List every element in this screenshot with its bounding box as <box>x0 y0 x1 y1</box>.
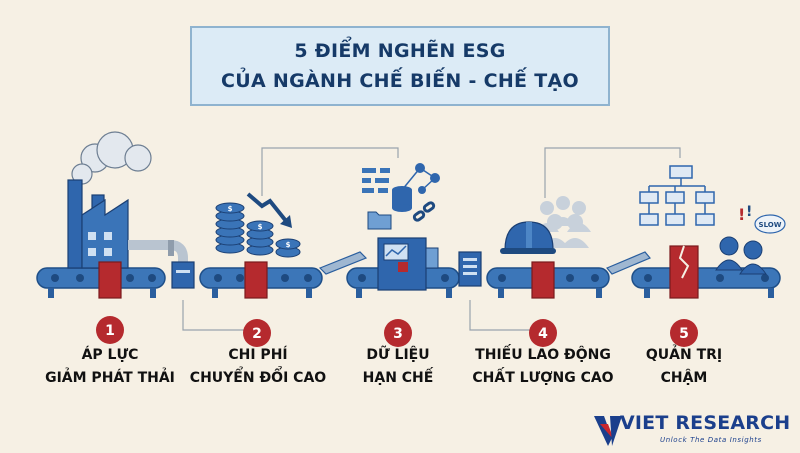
brand-logo: VIET RESEARCH Unlock The Data Insights <box>592 410 798 450</box>
broken-link-icon <box>412 201 436 222</box>
conveyor-rollers <box>51 274 769 282</box>
step-number-2: 2 <box>252 326 262 342</box>
governance-illustration: ! ! SLOW <box>639 165 786 299</box>
step-3-line-2: HẠN CHẾ <box>362 370 434 386</box>
svg-text:!: ! <box>746 204 752 220</box>
belt-ramps <box>318 251 651 275</box>
conveyor-legs <box>48 288 774 298</box>
step-1-line-2: GIẢM PHÁT THẢI <box>45 370 175 386</box>
step-badge-5: 5 <box>670 319 698 347</box>
step-label-3: DỮ LIỆU HẠN CHẾ <box>308 344 488 390</box>
title-line-1: 5 ĐIỂM NGHẼN ESG <box>294 40 506 62</box>
step-4-line-1: THIẾU LAO ĐỘNG <box>475 347 611 363</box>
brand-tagline: Unlock The Data Insights <box>660 436 762 444</box>
step-number-3: 3 <box>393 326 403 342</box>
step-number-1: 1 <box>105 323 115 339</box>
step-2-line-1: CHI PHÍ <box>228 347 288 363</box>
brand-name: VIET RESEARCH <box>620 412 791 434</box>
step-5-line-2: CHẬM <box>660 370 708 386</box>
slow-bubble-text: SLOW <box>759 221 782 229</box>
slow-speech-bubble <box>754 214 786 234</box>
step-4-line-2: CHẤT LƯỢNG CAO <box>472 370 614 386</box>
step-label-2: CHI PHÍ CHUYỂN ĐỔI CAO <box>168 344 348 390</box>
step-label-5: QUẢN TRỊ CHẬM <box>594 344 774 390</box>
folder-icon <box>367 211 392 230</box>
coin-symbol-2: $ <box>258 223 263 231</box>
step-3-line-1: DỮ LIỆU <box>366 347 430 363</box>
step-label-4: THIẾU LAO ĐỘNG CHẤT LƯỢNG CAO <box>453 344 633 390</box>
factory-illustration <box>67 131 195 299</box>
step-label-1: ÁP LỰC GIẢM PHÁT THẢI <box>20 344 200 390</box>
step-badge-3: 3 <box>384 319 412 347</box>
coin-stacks-illustration: $ $ $ <box>215 192 301 299</box>
step-badge-1: 1 <box>96 316 124 344</box>
title-box: 5 ĐIỂM NGHẼN ESG CỦA NGÀNH CHẾ BIẾN - CH… <box>190 26 610 106</box>
step-badge-4: 4 <box>529 319 557 347</box>
viet-research-logo-icon <box>594 416 622 446</box>
title-line-2: CỦA NGÀNH CHẾ BIẾN - CHẾ TẠO <box>221 70 579 92</box>
step-1-line-1: ÁP LỰC <box>81 347 139 363</box>
svg-text:!: ! <box>738 205 745 224</box>
connector-lines <box>182 147 681 331</box>
step-2-line-2: CHUYỂN ĐỔI CAO <box>189 370 327 386</box>
step-5-line-1: QUẢN TRỊ <box>645 347 723 363</box>
down-arrow-icon <box>280 215 292 228</box>
step-number-4: 4 <box>538 326 548 342</box>
step-badges: 1 2 3 4 5 <box>96 316 698 347</box>
coin-symbol-1: $ <box>228 205 233 213</box>
step-badge-2: 2 <box>243 319 271 347</box>
step-number-5: 5 <box>679 326 689 342</box>
workforce-illustration <box>500 196 591 299</box>
coin-symbol-3: $ <box>286 241 291 249</box>
data-machine-illustration <box>362 163 482 291</box>
